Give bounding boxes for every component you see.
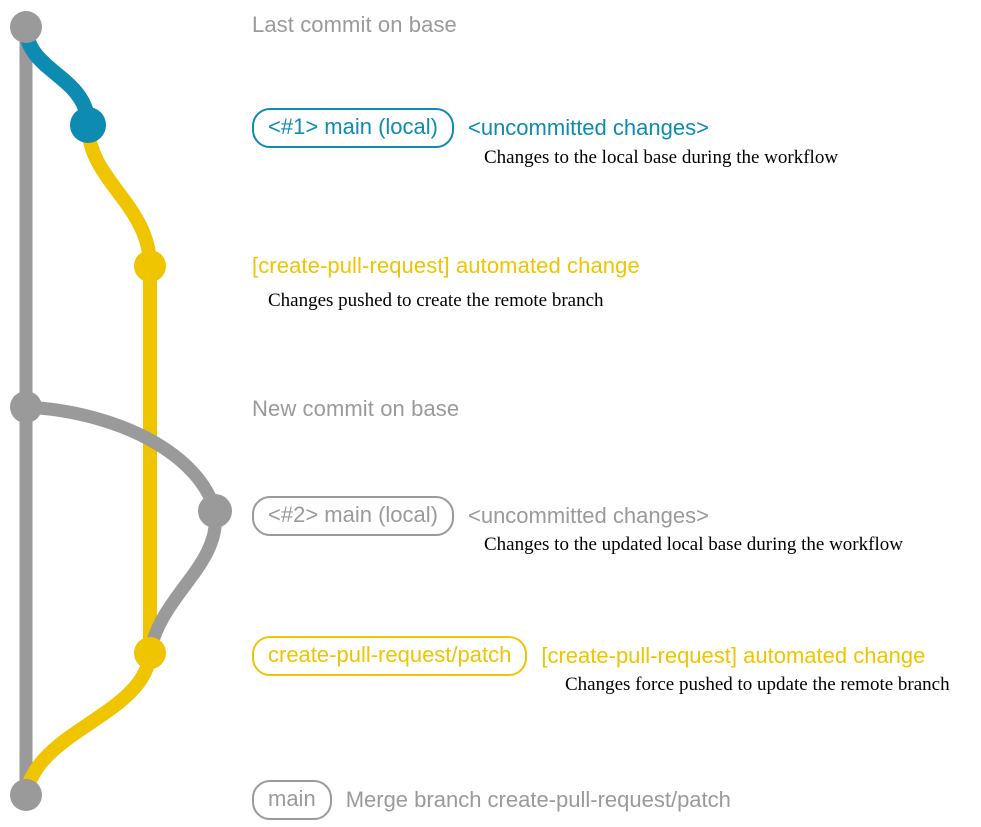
label-new-commit-on-base: New commit on base xyxy=(252,396,460,421)
branch-pill-main-local-2[interactable]: <#2> main (local) xyxy=(252,496,454,536)
git-commit-graph xyxy=(10,11,232,811)
row-local-changes-2: <#2> main (local) <uncommitted changes> xyxy=(252,496,709,536)
commit-node-automated-1[interactable] xyxy=(134,250,166,282)
branch-pill-create-pull-request-patch[interactable]: create-pull-request/patch xyxy=(252,636,528,676)
subline-local-changes-2: Changes to the updated local base during… xyxy=(484,534,903,555)
subline-automated-change-1: Changes pushed to create the remote bran… xyxy=(268,290,604,311)
caption-merge-branch: Merge branch create-pull-request/patch xyxy=(345,787,731,812)
gray-branch-line xyxy=(19,400,222,660)
commit-node-local-2[interactable] xyxy=(198,494,232,528)
row-merge-commit: main Merge branch create-pull-request/pa… xyxy=(252,780,731,820)
row-local-changes-1: <#1> main (local) <uncommitted changes> xyxy=(252,108,709,148)
commit-node-local-1[interactable] xyxy=(70,107,106,143)
caption-uncommitted-changes-2: <uncommitted changes> xyxy=(467,503,709,528)
label-automated-change-1: [create-pull-request] automated change xyxy=(252,253,640,278)
commit-node-base-last[interactable] xyxy=(10,11,42,43)
gold-merge-line xyxy=(19,646,157,802)
branch-pill-main[interactable]: main xyxy=(252,780,332,820)
gold-branch-line xyxy=(81,118,157,660)
subline-automated-change-2: Changes force pushed to update the remot… xyxy=(565,674,950,695)
caption-uncommitted-changes-1: <uncommitted changes> xyxy=(467,115,709,140)
commit-node-merge[interactable] xyxy=(10,779,42,811)
branch-pill-main-local-1[interactable]: <#1> main (local) xyxy=(252,108,454,148)
caption-automated-change-2: [create-pull-request] automated change xyxy=(541,643,926,668)
row-automated-change-2: create-pull-request/patch [create-pull-r… xyxy=(252,636,925,676)
commit-node-base-new[interactable] xyxy=(10,391,42,423)
commit-node-automated-2[interactable] xyxy=(134,637,166,669)
label-last-commit-on-base: Last commit on base xyxy=(252,12,457,37)
subline-local-changes-1: Changes to the local base during the wor… xyxy=(484,147,839,168)
